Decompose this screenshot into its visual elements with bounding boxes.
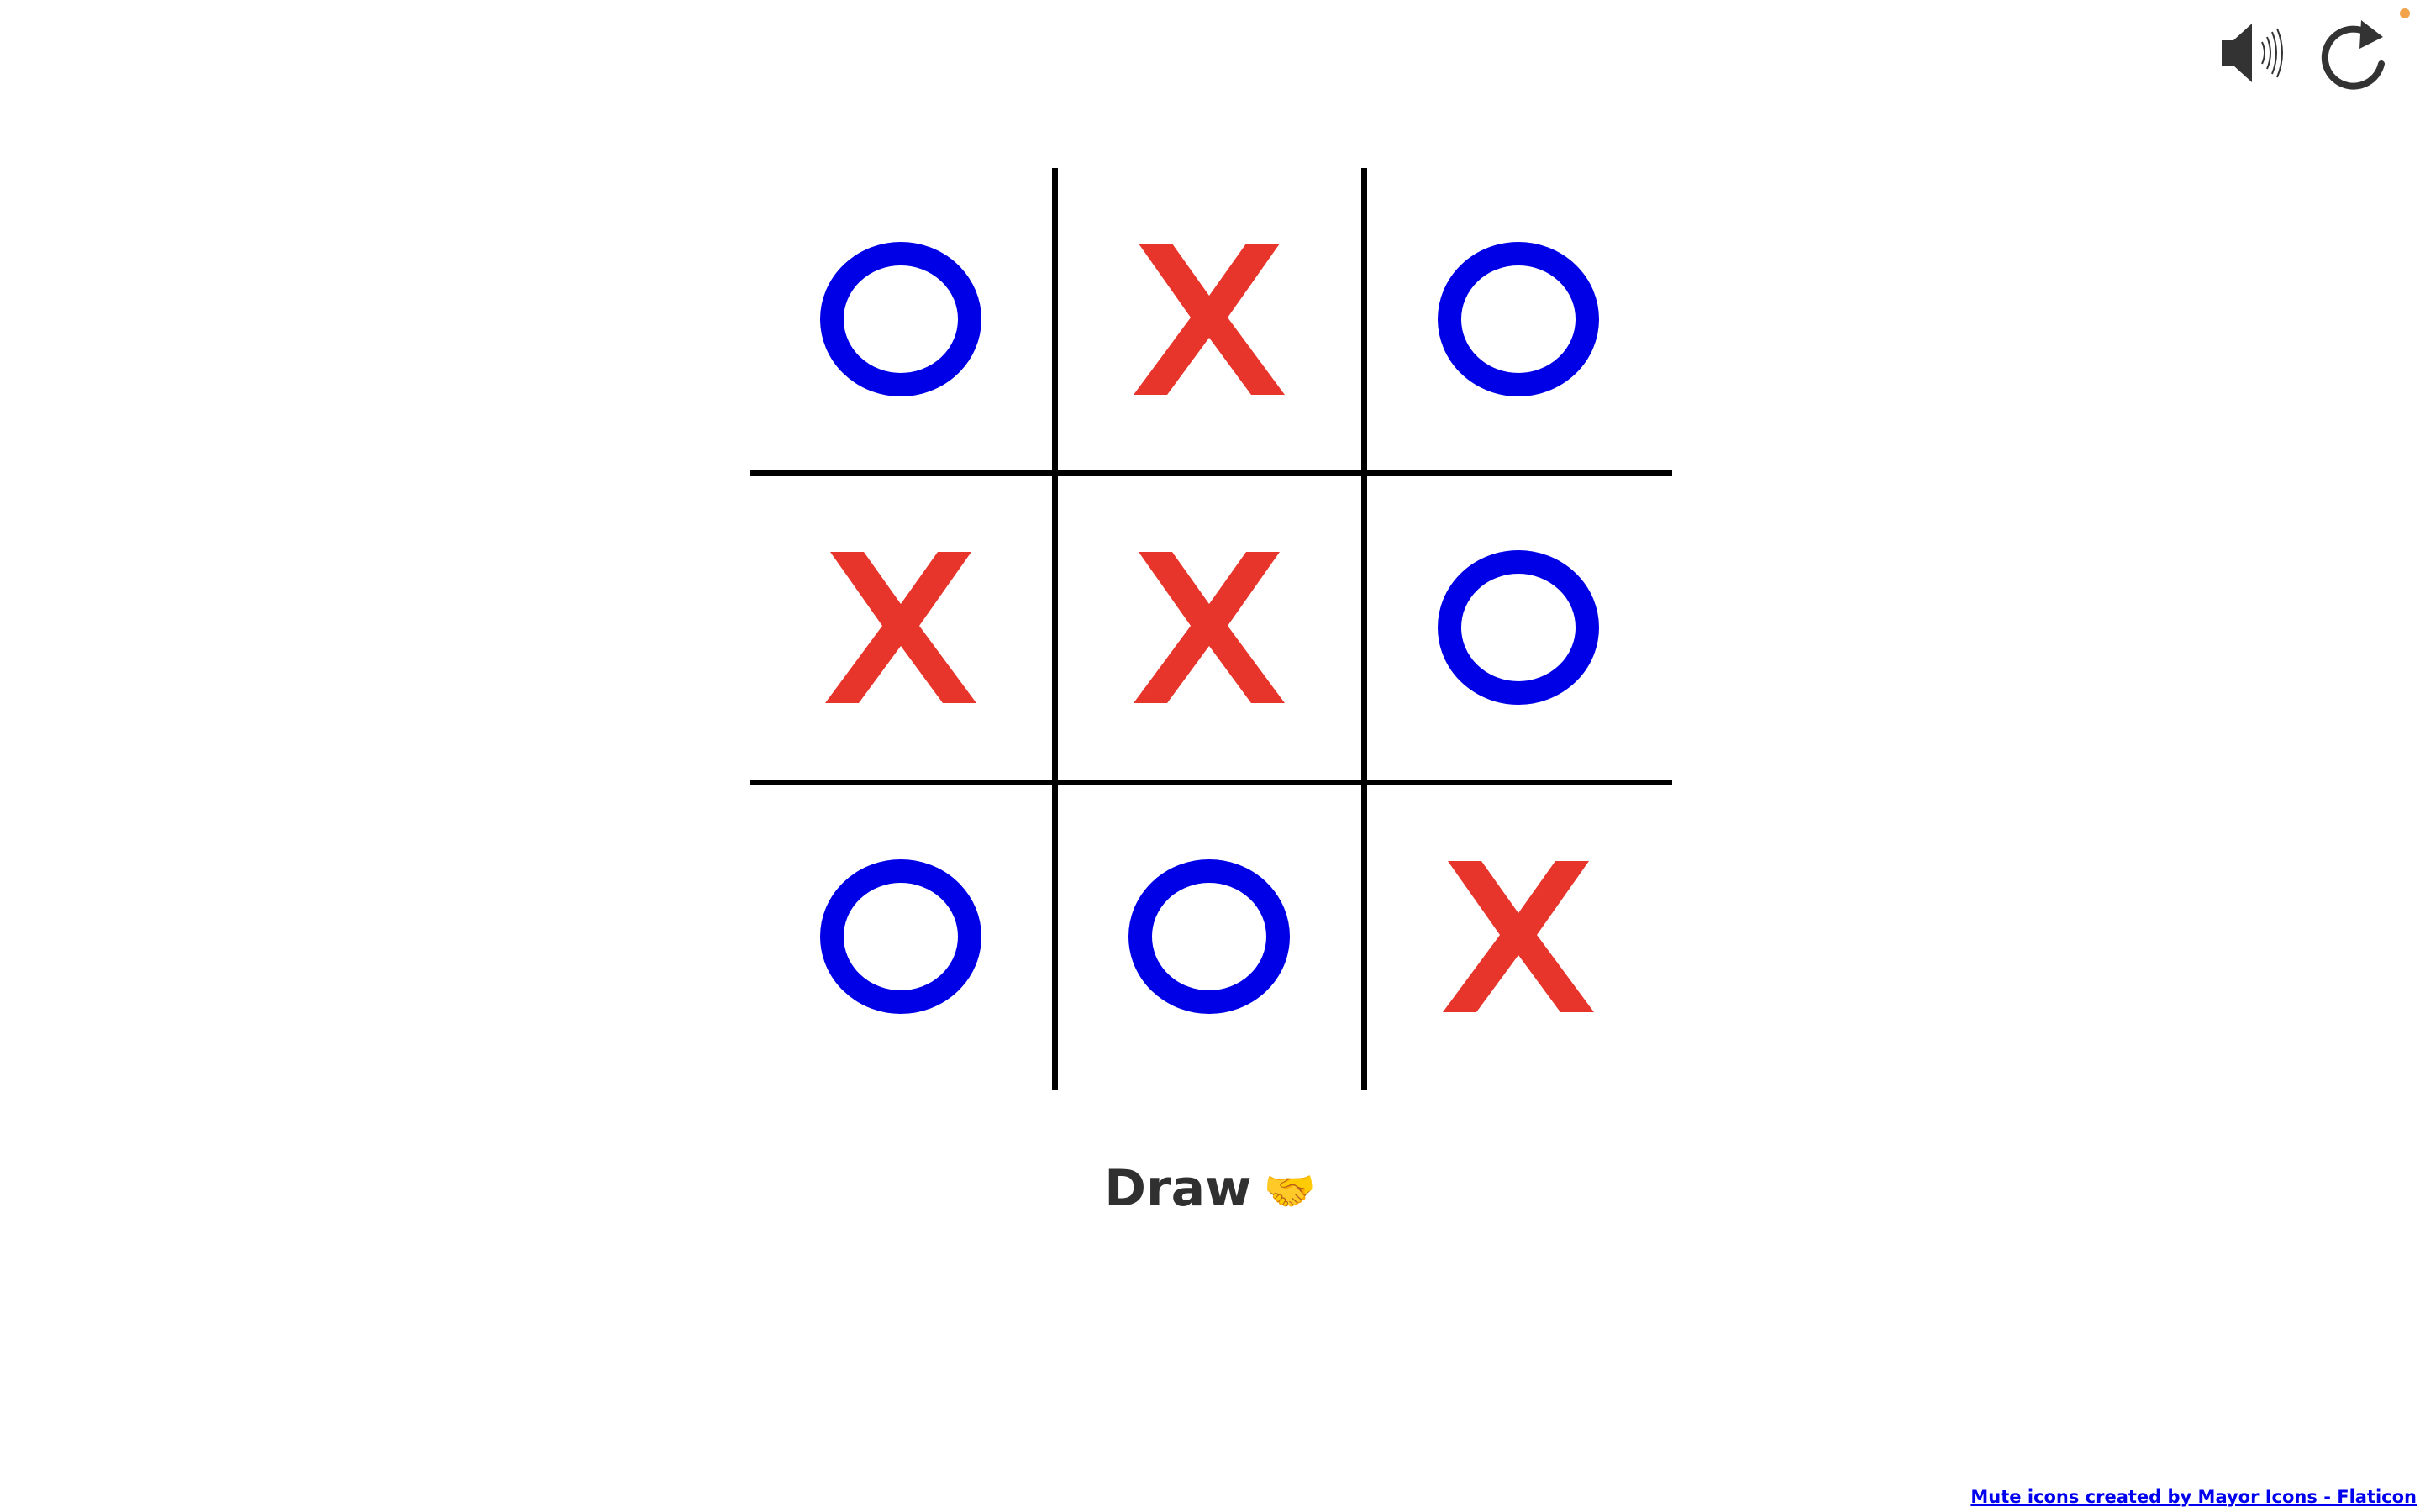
grid-line-vertical-2	[1361, 168, 1367, 1090]
attribution-link[interactable]: Mute icons created by Mayor Icons - Flat…	[1970, 1487, 2417, 1507]
o-mark	[1438, 242, 1599, 396]
cell-7[interactable]	[1058, 785, 1360, 1088]
grid-line-horizontal-1	[750, 470, 1672, 476]
status-text: Draw	[1104, 1159, 1252, 1218]
notification-dot	[2400, 8, 2410, 18]
grid-line-vertical-1	[1052, 168, 1058, 1090]
game-board	[750, 168, 1672, 1090]
cell-0[interactable]	[750, 168, 1052, 470]
restart-icon	[2321, 20, 2385, 90]
o-mark	[820, 242, 981, 396]
cell-4[interactable]	[1058, 476, 1360, 779]
cell-3[interactable]	[750, 476, 1052, 779]
cell-5[interactable]	[1367, 476, 1670, 779]
cell-8[interactable]	[1367, 785, 1670, 1088]
speaker-icon	[2222, 24, 2283, 82]
x-mark	[1134, 244, 1285, 395]
game-status: Draw🤝	[0, 1159, 2420, 1218]
cell-6[interactable]	[750, 785, 1052, 1088]
sound-toggle-button[interactable]	[2218, 17, 2291, 89]
x-mark	[1443, 861, 1594, 1012]
cell-2[interactable]	[1367, 168, 1670, 470]
grid-line-horizontal-2	[750, 780, 1672, 785]
x-mark	[1134, 552, 1285, 703]
o-mark	[820, 859, 981, 1014]
handshake-icon: 🤝	[1263, 1167, 1316, 1215]
o-mark	[1128, 859, 1290, 1014]
cell-1[interactable]	[1058, 168, 1360, 470]
o-mark	[1438, 550, 1599, 705]
x-mark	[825, 552, 976, 703]
restart-button[interactable]	[2312, 15, 2393, 94]
